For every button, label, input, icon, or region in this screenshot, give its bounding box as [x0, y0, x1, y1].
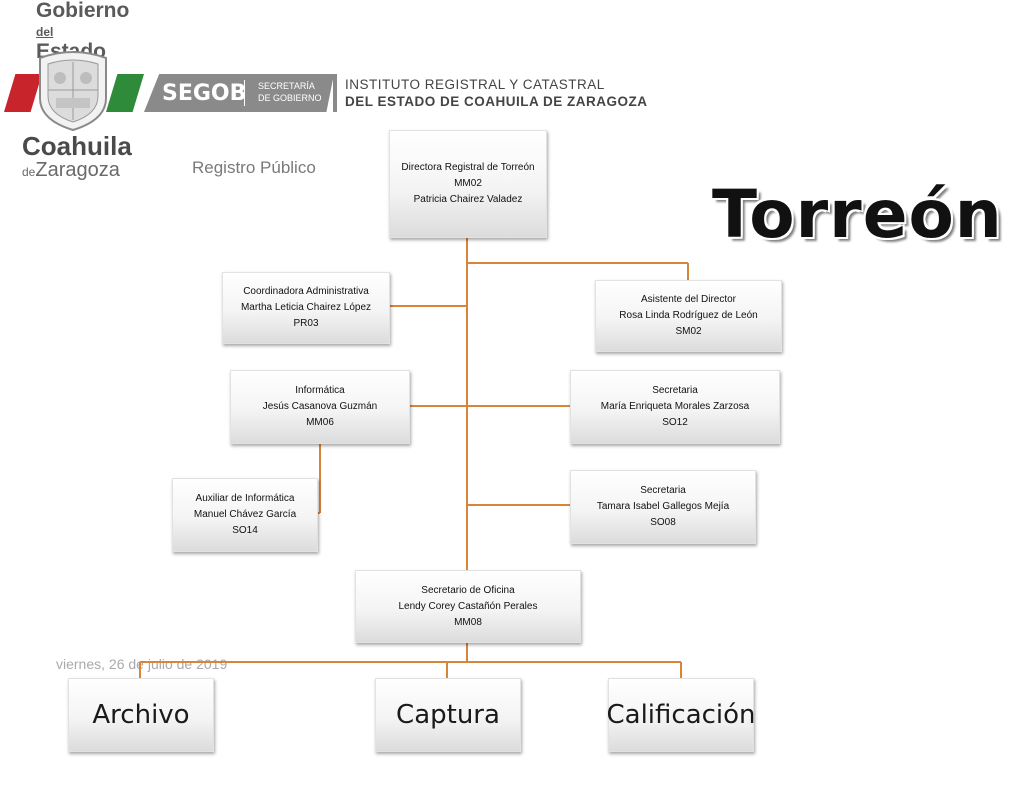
secretaria1-name: María Enriqueta Morales Zarzosa — [600, 401, 750, 412]
institute-line-2: DEL ESTADO DE COAHUILA DE ZARAGOZA — [345, 94, 648, 109]
directora-title: Directora Registral de Torreón — [401, 162, 535, 173]
captura-label: Captura — [396, 700, 500, 730]
auxiliar-code: SO14 — [232, 525, 258, 536]
secretaria1-title: Secretaria — [652, 385, 698, 396]
calificacion-label: Calificación — [606, 700, 756, 730]
coat-of-arms-icon — [30, 48, 116, 132]
coordinadora-name: Martha Leticia Chairez López — [240, 302, 372, 313]
org-box-coordinadora: Coordinadora Administrativa Martha Letic… — [222, 272, 390, 344]
org-box-directora: Directora Registral de Torreón MM02 Patr… — [389, 130, 547, 238]
secretario-oficina-title: Secretario de Oficina — [421, 584, 515, 596]
separator-bar — [333, 74, 337, 112]
coahuila-label: Coahuila — [22, 131, 132, 161]
archivo-label: Archivo — [92, 700, 190, 730]
institute-name: INSTITUTO REGISTRAL Y CATASTRAL DEL ESTA… — [345, 76, 648, 110]
directora-name: Patricia Chairez Valadez — [413, 194, 523, 205]
org-box-secretaria-2: Secretaria Tamara Isabel Gallegos Mejía … — [570, 470, 756, 544]
de-label: de — [22, 165, 36, 179]
secretaria-label: SECRETARÍA — [258, 81, 315, 91]
de-gobierno-label: DE GOBIERNO — [258, 93, 322, 103]
city-title: Torreón — [712, 176, 1003, 253]
registro-publico-label: Registro Público — [192, 158, 316, 177]
secretaria2-code: SO08 — [650, 517, 676, 528]
informatica-name: Jesús Casanova Guzmán — [262, 401, 378, 412]
secretaria1-code: SO12 — [662, 417, 688, 428]
coordinadora-code: PR03 — [293, 318, 319, 329]
coordinadora-title: Coordinadora Administrativa — [243, 286, 369, 297]
org-box-calificacion: Calificación — [606, 678, 756, 752]
secretario-oficina-code: MM08 — [454, 616, 482, 628]
coahuila-logo-text: Coahuila deZaragoza — [22, 132, 132, 182]
org-box-secretario-oficina: Secretario de Oficina Lendy Corey Castañ… — [355, 570, 581, 643]
org-box-captura: Captura — [375, 678, 521, 752]
org-box-auxiliar: Auxiliar de Informática Manuel Chávez Ga… — [172, 478, 318, 552]
institute-line-1: INSTITUTO REGISTRAL Y CATASTRAL — [345, 77, 605, 92]
auxiliar-title: Auxiliar de Informática — [195, 493, 295, 504]
directora-code: MM02 — [454, 178, 482, 189]
secretario-oficina-name: Lendy Corey Castañón Perales — [398, 600, 538, 612]
zaragoza-label: Zaragoza — [35, 159, 120, 181]
asistente-title: Asistente del Director — [640, 294, 737, 305]
gobierno-label: Gobierno — [36, 0, 130, 22]
informatica-code: MM06 — [306, 417, 334, 428]
secretaria2-title: Secretaria — [640, 485, 686, 496]
org-box-secretaria-1: Secretaria María Enriqueta Morales Zarzo… — [570, 370, 780, 444]
secretaria2-name: Tamara Isabel Gallegos Mejía — [596, 501, 730, 512]
informatica-title: Informática — [295, 385, 345, 396]
segob-banner: SEGOB SECRETARÍA DE GOBIERNO — [144, 74, 334, 112]
date-label: viernes, 26 de julio de 2019 — [56, 656, 228, 672]
asistente-code: SM02 — [675, 326, 702, 337]
auxiliar-name: Manuel Chávez García — [193, 509, 297, 520]
org-box-archivo: Archivo — [68, 678, 214, 752]
state-flag-stripes — [4, 74, 144, 112]
org-box-asistente: Asistente del Director Rosa Linda Rodríg… — [595, 280, 782, 352]
del-label: del — [36, 25, 54, 39]
asistente-name: Rosa Linda Rodríguez de León — [619, 310, 758, 321]
org-box-informatica: Informática Jesús Casanova Guzmán MM06 — [230, 370, 410, 444]
segob-label: SEGOB — [162, 80, 247, 106]
